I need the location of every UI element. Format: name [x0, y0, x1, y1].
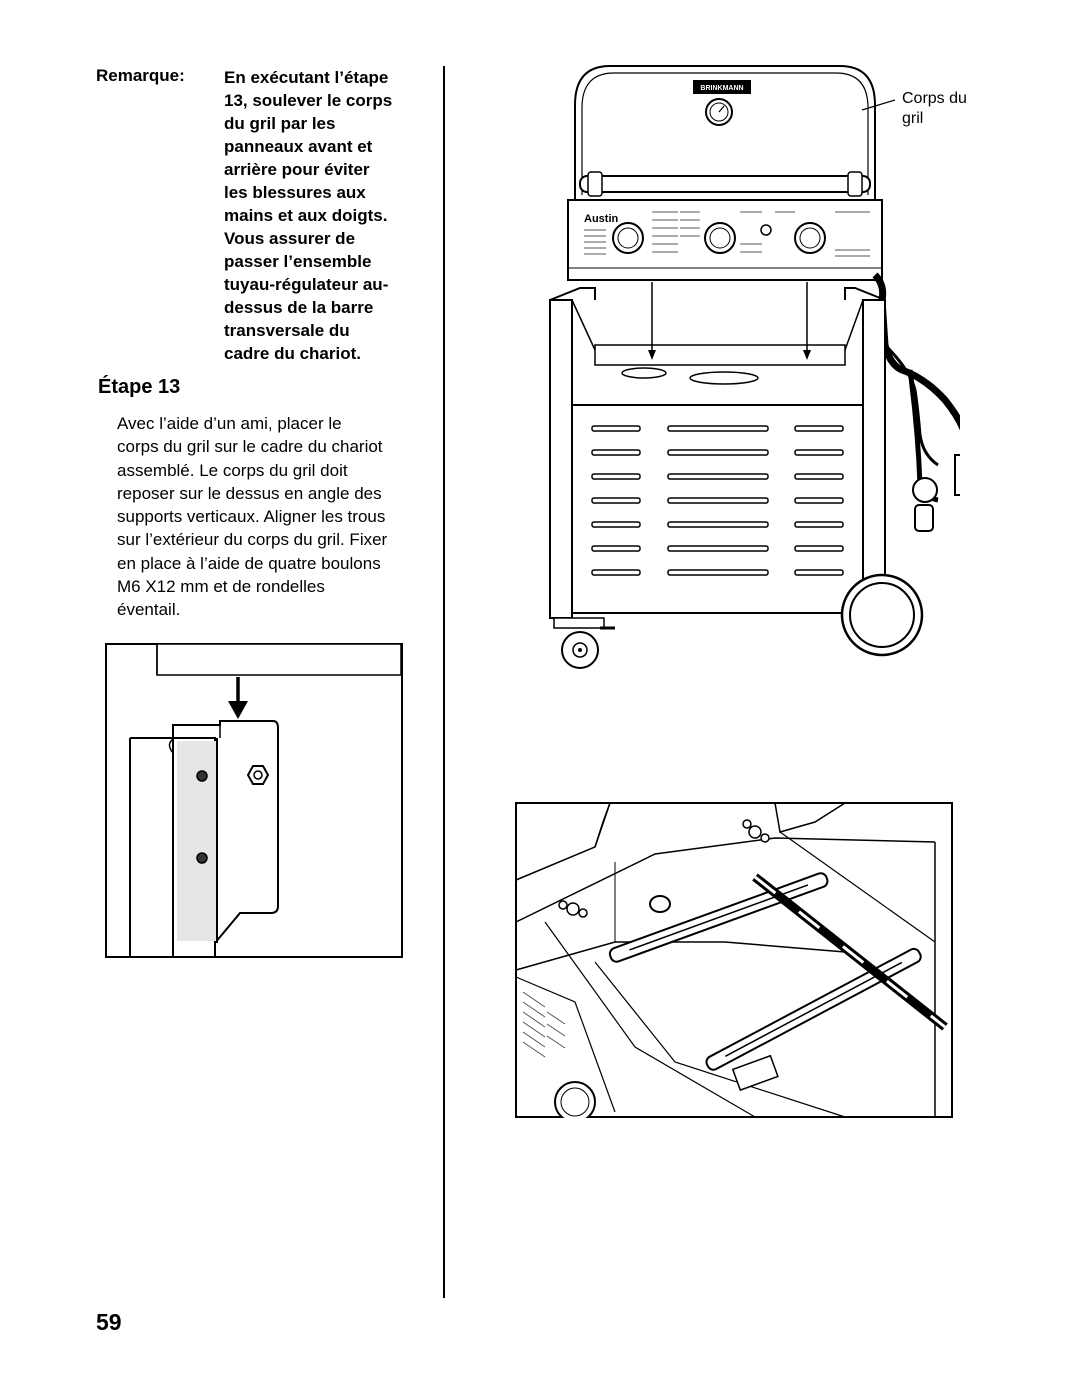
step-line: sur l’extérieur du corps du gril. Fixer [117, 530, 388, 550]
page-number: 59 [96, 1309, 122, 1335]
note-line: mains et aux doigts. [224, 206, 388, 225]
note-line: dessus de la barre [224, 298, 374, 317]
note-line: arrière pour éviter [224, 160, 370, 179]
note-line: En exécutant l’étape [224, 68, 389, 87]
brand-logo: BRINKMANN [700, 85, 743, 92]
step-line: supports verticaux. Aligner les trous [117, 507, 386, 527]
note-line: panneaux avant et [224, 137, 373, 156]
note-line: les blessures aux [224, 183, 366, 202]
step-text: Avec l’aide d’un ami, placer le corps du… [117, 412, 417, 622]
note-line: 13, soulever le corps [224, 91, 393, 110]
note-line: Vous assurer de [224, 229, 356, 248]
step-line: assemblé. Le corps du gril doit [117, 460, 348, 480]
callout-line: Corps du [902, 90, 967, 107]
callout-label-grill-body: Corps du gril [902, 89, 992, 129]
step-line: corps du gril sur le cadre du chariot [117, 437, 383, 457]
note-text: En exécutant l’étape 13, soulever le cor… [224, 66, 434, 365]
step-line: éventail. [117, 600, 181, 620]
column-divider [443, 66, 445, 1298]
model-name: Austin [584, 213, 619, 225]
grill-assembly-illustration: BRINKMANN Austin [549, 65, 960, 669]
step-title: Étape 13 [98, 376, 181, 398]
bracket-detail-illustration [105, 643, 403, 958]
note-label: Remarque: [96, 66, 185, 85]
step-line: M6 X12 mm et de rondelles [117, 577, 325, 597]
note-line: passer l’ensemble [224, 252, 372, 271]
step-line: Avec l’aide d’un ami, placer le [117, 414, 342, 433]
note-line: cadre du chariot. [224, 344, 361, 363]
step-line: reposer sur le dessus en angle des [117, 483, 382, 503]
step-line: en place à l’aide de quatre boulons [117, 553, 381, 573]
note-line: tuyau-régulateur au- [224, 275, 389, 294]
note-line: transversale du [224, 321, 350, 340]
note-line: du gril par les [224, 114, 336, 133]
callout-line: gril [902, 110, 924, 127]
grill-underside-illustration [515, 802, 953, 1118]
